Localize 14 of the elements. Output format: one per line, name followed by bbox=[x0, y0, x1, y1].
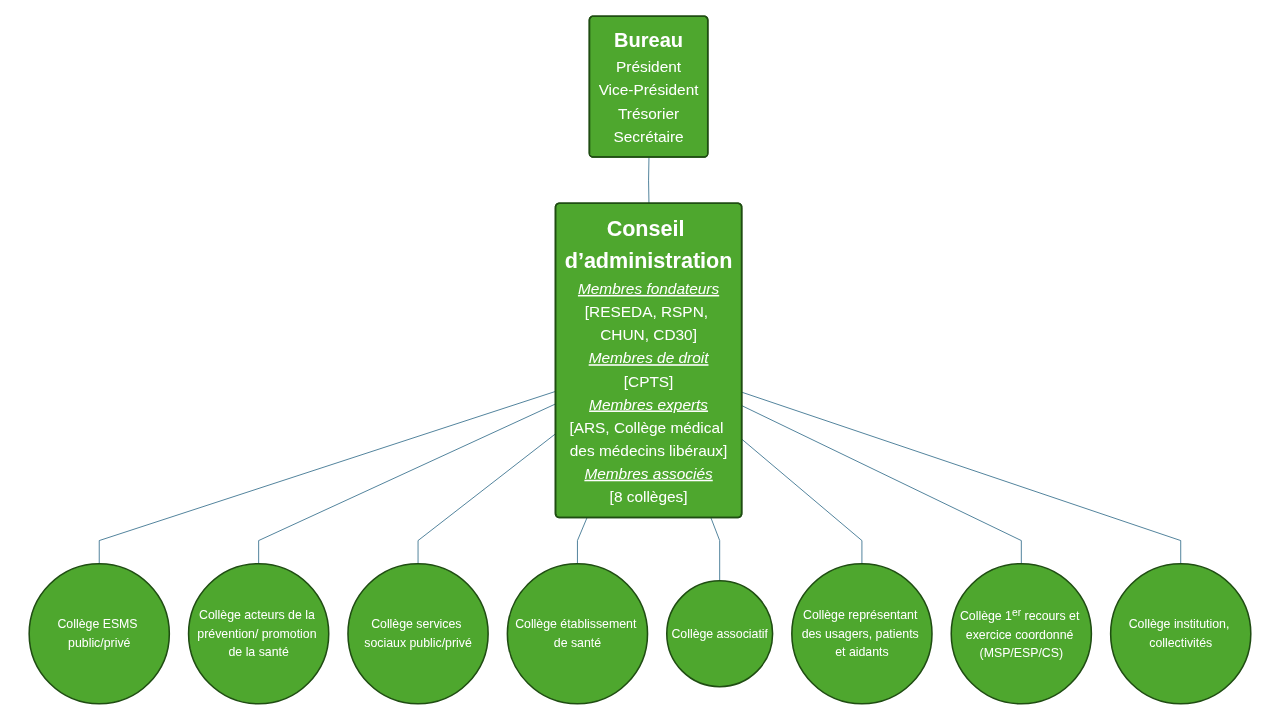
node-circle: Collège ESMS public/privé bbox=[28, 562, 171, 705]
connector bbox=[710, 517, 721, 582]
node-circle: Collège acteurs de la prévention/ promotion de la santé bbox=[187, 562, 330, 705]
connector bbox=[741, 391, 1182, 565]
node-circle: Collège représentant des usagers, patients et aidants bbox=[791, 562, 933, 705]
connector bbox=[741, 439, 863, 565]
node-circle: Collège 1$^{er}$ recours et exercice coordonné (MSP/ESP/CS) bbox=[950, 562, 1093, 705]
connector bbox=[648, 157, 650, 205]
node-circle: Collège services sociaux public/privé bbox=[347, 562, 489, 705]
connector bbox=[577, 517, 588, 565]
connector bbox=[741, 405, 1022, 565]
node-circle: Collège associatif bbox=[666, 580, 774, 688]
node-circle: Collège établissement de santé bbox=[506, 562, 649, 705]
node-circle: Collège institution, collectivités bbox=[1109, 562, 1252, 705]
